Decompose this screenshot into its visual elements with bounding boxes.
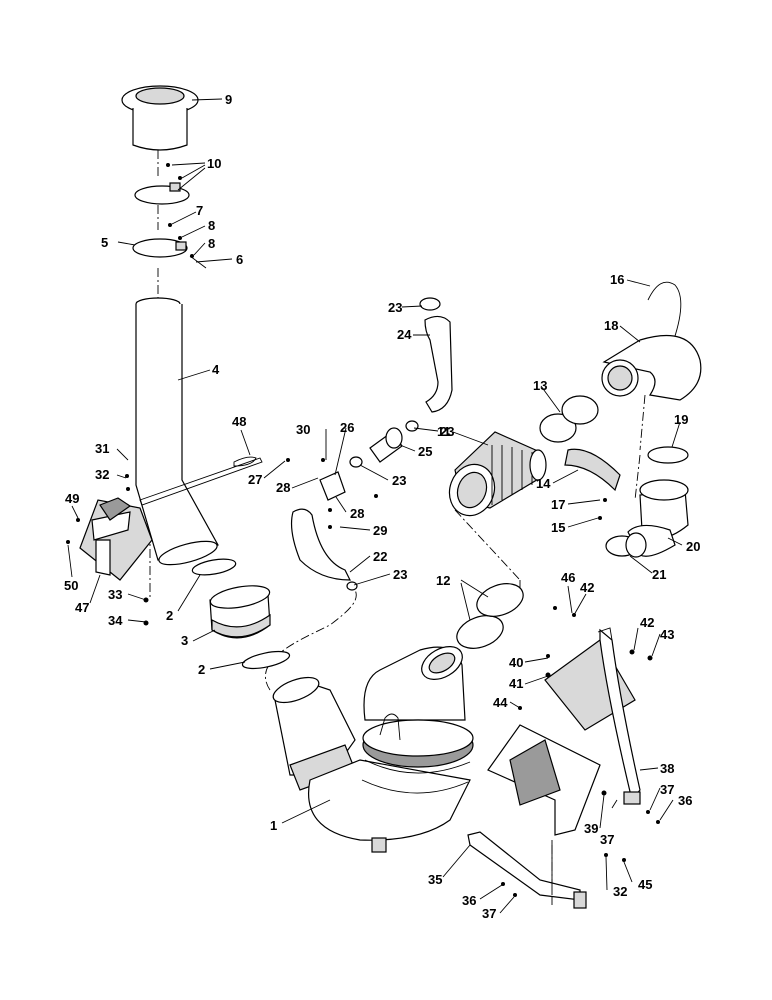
callout-35: 35 [428,872,442,887]
callout-13: 13 [533,378,547,393]
muffler-body [272,646,474,853]
callout-32-right: 32 [613,884,627,899]
callout-42-top: 42 [580,580,594,595]
clamp-rings [456,395,689,649]
callout-37-mid: 37 [600,832,614,847]
callout-45: 45 [638,877,652,892]
callout-27: 27 [248,472,262,487]
callout-5: 5 [101,235,108,250]
callout-17: 17 [551,497,565,512]
callout-41: 41 [509,676,523,691]
callout-36-right: 36 [678,793,692,808]
callout-7: 7 [196,203,203,218]
callout-28-right: 28 [350,506,364,521]
callout-30: 30 [296,422,310,437]
callout-23-low: 23 [393,567,407,582]
callout-21: 21 [652,567,666,582]
callout-12: 12 [436,573,450,588]
callout-37-bottom: 37 [482,906,496,921]
callout-31: 31 [95,441,109,456]
callout-42-right: 42 [640,615,654,630]
callout-23-top: 23 [388,300,402,315]
callout-49: 49 [65,491,79,506]
callout-40: 40 [509,655,523,670]
pipe-bracket [79,497,153,581]
callout-48: 48 [232,414,246,429]
callout-44: 44 [493,695,508,710]
callout-18: 18 [604,318,618,333]
coupler-set [191,558,291,670]
rain-cap [121,85,199,151]
callout-8-lower: 8 [208,236,215,251]
callout-2-lower: 2 [198,662,205,677]
callout-26: 26 [340,420,354,435]
callout-23-mid: 23 [392,473,406,488]
callout-24: 24 [397,327,412,342]
callout-9: 9 [225,92,232,107]
callout-4: 4 [212,362,220,377]
callout-25: 25 [418,444,432,459]
callout-43: 43 [660,627,674,642]
flex-hose [448,431,547,517]
callout-11: 11 [437,424,451,439]
callout-2-upper: 2 [166,608,173,623]
exhaust-pipe [135,297,219,566]
callout-22: 22 [373,549,387,564]
hardware [66,163,660,897]
callout-36-bottom: 36 [462,893,476,908]
callout-34: 34 [108,613,123,628]
callout-38: 38 [660,761,674,776]
callout-32-left: 32 [95,467,109,482]
lower-clamp [132,238,207,269]
hose-set [290,297,453,591]
callout-1: 1 [270,818,277,833]
callout-23-right: 23 [440,424,454,439]
callout-labels: 9 10 7 8 5 8 6 4 48 31 32 49 50 47 33 34… [64,92,700,921]
callout-28-left: 28 [276,480,290,495]
callout-39: 39 [584,821,598,836]
upper-clamp [134,182,190,205]
callout-15: 15 [551,520,565,535]
callout-14: 14 [536,476,551,491]
saddle-strap [564,448,621,492]
callout-20: 20 [686,539,700,554]
callout-47: 47 [75,600,89,615]
callout-37-right: 37 [660,782,674,797]
callout-3: 3 [181,633,188,648]
callout-33: 33 [108,587,122,602]
elbow-ducts [601,281,702,558]
callout-46: 46 [561,570,575,585]
support-brackets [467,627,641,909]
leader-lines [67,98,683,914]
callout-16: 16 [610,272,624,287]
callout-8-upper: 8 [208,218,215,233]
callout-50: 50 [64,578,78,593]
callout-29: 29 [373,523,387,538]
callout-6: 6 [236,252,243,267]
strap [139,456,263,506]
callout-19: 19 [674,412,688,427]
callout-10: 10 [207,156,221,171]
